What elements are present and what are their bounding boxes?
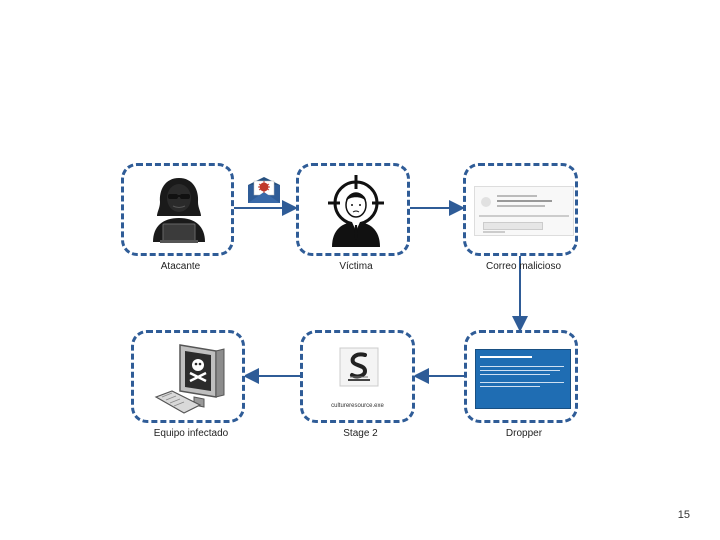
node-equipo: Equipo infectado (131, 330, 245, 439)
infected-computer-icon (154, 344, 225, 414)
word-document-screenshot-icon (475, 349, 571, 409)
label-victima: Víctima (339, 261, 373, 272)
node-correo: Correo malicioso (463, 163, 578, 272)
node-victima: Víctima (296, 163, 410, 272)
target-person-icon (328, 175, 384, 247)
malicious-envelope-icon (248, 177, 280, 203)
label-correo: Correo malicioso (485, 261, 562, 272)
executable-file-icon (339, 347, 379, 387)
label-stage2: Stage 2 (343, 428, 378, 439)
hacker-icon (153, 178, 205, 243)
node-stage2: cultureresource.exe Stage 2 (300, 330, 415, 439)
label-atacante: Atacante (160, 261, 201, 272)
email-screenshot-icon (474, 186, 574, 236)
node-atacante: Atacante (121, 163, 234, 272)
stage2-filename: cultureresource.exe (331, 403, 384, 409)
page-number: 15 (677, 509, 690, 521)
node-dropper: Dropper (464, 330, 578, 439)
label-equipo: Equipo infectado (153, 428, 229, 439)
label-dropper: Dropper (505, 428, 543, 439)
